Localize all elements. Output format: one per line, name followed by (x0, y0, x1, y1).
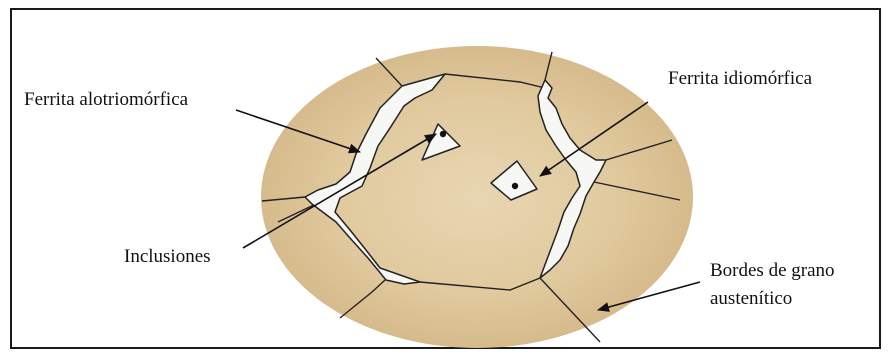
inclusion-dot-2 (512, 183, 518, 189)
label-bordes-line1: Bordes de grano (710, 260, 835, 281)
label-ferrita-alotriomorfica: Ferrita alotriomórfica (24, 89, 189, 110)
label-inclusiones: Inclusiones (124, 246, 211, 267)
inclusion-dot-1 (440, 131, 446, 137)
label-ferrita-idiomorfica: Ferrita idiomórfica (668, 68, 813, 89)
label-bordes-line2: austenítico (710, 288, 792, 309)
